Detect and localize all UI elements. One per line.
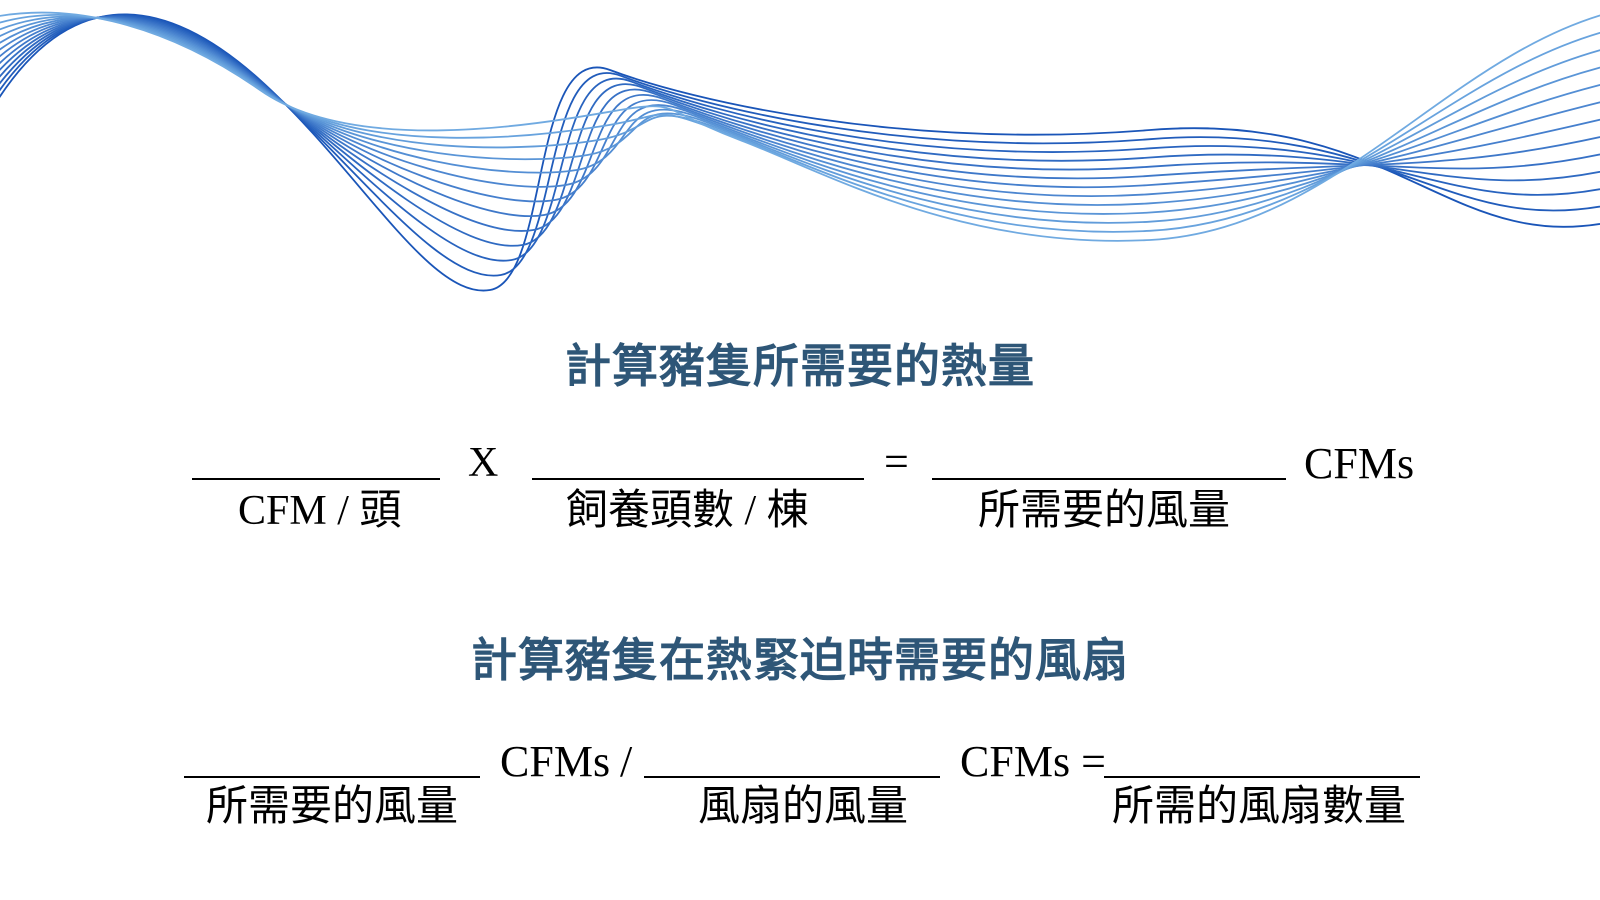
multiply-sign: X: [468, 440, 499, 486]
blank-fan-airflow[interactable]: [644, 776, 940, 778]
wave-line: [0, 16, 1600, 232]
label-head-count-per-house: 飼養頭數 / 棟: [566, 488, 809, 534]
wave-line: [0, 17, 1600, 197]
unit-cfms: CFMs: [1304, 439, 1415, 488]
wave-line: [0, 14, 1600, 277]
blank-fan-count[interactable]: [1104, 776, 1420, 778]
equals-sign: =: [884, 437, 909, 486]
wave-line: [0, 16, 1600, 206]
heading-heat-calculation: 計算豬隻所需要的熱量: [565, 339, 1035, 393]
blank-head-count[interactable]: [532, 478, 864, 480]
wave-line: [0, 15, 1600, 262]
heading-fan-calculation: 計算豬隻在熱緊迫時需要的風扇: [471, 633, 1129, 687]
label-required-airflow: 所需要的風量: [978, 488, 1231, 534]
label-fan-airflow: 風扇的風量: [698, 784, 909, 830]
unit-cfms-equals: CFMs =: [960, 737, 1106, 786]
divide-sign: /: [620, 737, 633, 786]
label-cfm-per-head: CFM / 頭: [238, 488, 402, 534]
blank-required-airflow-2[interactable]: [184, 776, 480, 778]
wave-line: [0, 16, 1600, 203]
wave-line: [0, 11, 1600, 242]
label-required-airflow-2: 所需要的風量: [206, 784, 459, 830]
wave-line: [0, 15, 1600, 224]
blank-required-airflow[interactable]: [932, 478, 1286, 480]
wave-line: [0, 15, 1600, 247]
blank-cfm-per-head[interactable]: [192, 478, 440, 480]
label-required-fan-count: 所需的風扇數量: [1112, 784, 1407, 830]
wave-line: [0, 13, 1600, 292]
decorative-wave-lines: [0, 11, 1600, 292]
wave-line: [0, 14, 1600, 233]
unit-cfms-1: CFMs: [500, 737, 611, 786]
